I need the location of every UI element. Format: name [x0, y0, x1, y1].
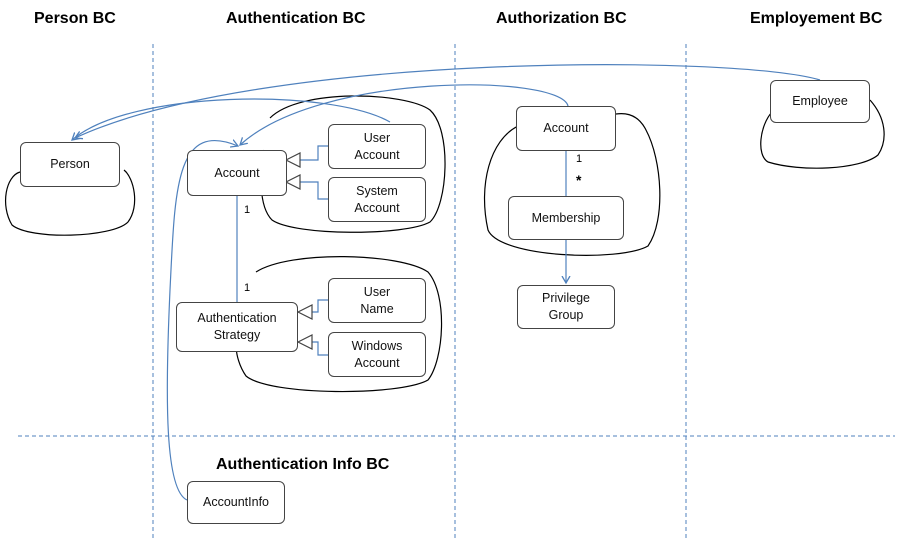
windows-account-node[interactable]: Windows Account: [328, 332, 426, 377]
system-account-generalization: [300, 181, 328, 200]
privilege-group-node[interactable]: Privilege Group: [517, 285, 615, 329]
auth-account-to-person-arrow: [72, 98, 391, 140]
system-account-node[interactable]: System Account: [328, 177, 426, 222]
header-employment-bc: Employement BC: [750, 10, 883, 27]
triangle-user-name: [296, 304, 313, 320]
authz-context-cloud: [483, 113, 661, 256]
windows-account-generalization: [312, 341, 328, 356]
header-authentication-info-bc: Authentication Info BC: [216, 456, 390, 473]
lane-dividers: [18, 44, 895, 540]
employee-context-cloud: [760, 99, 885, 169]
triangle-windows-account: [296, 334, 313, 350]
employee-node[interactable]: Employee: [770, 80, 870, 123]
header-authorization-bc: Authorization BC: [496, 10, 627, 27]
header-authentication-bc: Authentication BC: [226, 10, 366, 27]
person-node[interactable]: Person: [20, 142, 120, 187]
account-context-cloud: [260, 95, 446, 233]
accountinfo-to-auth-account-arrow: [166, 141, 238, 501]
connectors: [72, 64, 821, 501]
person-context-cloud: [5, 169, 136, 236]
user-account-generalization: [300, 145, 328, 161]
user-name-generalization: [312, 299, 328, 313]
employee-to-person-arrow: [75, 64, 821, 138]
triangle-system-account: [284, 174, 301, 190]
multiplicity-strategy-end: 1: [244, 282, 251, 294]
authz-account-to-auth-account-arrow: [240, 84, 569, 145]
context-clouds: [5, 95, 885, 393]
triangle-user-account: [284, 152, 301, 168]
authz-account-node[interactable]: Account: [516, 106, 616, 151]
multiplicity-membership-end: *: [576, 172, 582, 188]
user-account-node[interactable]: User Account: [328, 124, 426, 169]
authentication-strategy-node[interactable]: Authentication Strategy: [176, 302, 298, 352]
multiplicity-authz-account-end: 1: [576, 153, 583, 165]
auth-account-node[interactable]: Account: [187, 150, 287, 196]
multiplicity-account-end: 1: [244, 204, 251, 216]
header-person-bc: Person BC: [34, 10, 116, 27]
strategy-context-cloud: [235, 256, 443, 393]
account-info-node[interactable]: AccountInfo: [187, 481, 285, 524]
membership-node[interactable]: Membership: [508, 196, 624, 240]
user-name-node[interactable]: User Name: [328, 278, 426, 323]
generalization-triangles: [284, 152, 313, 350]
